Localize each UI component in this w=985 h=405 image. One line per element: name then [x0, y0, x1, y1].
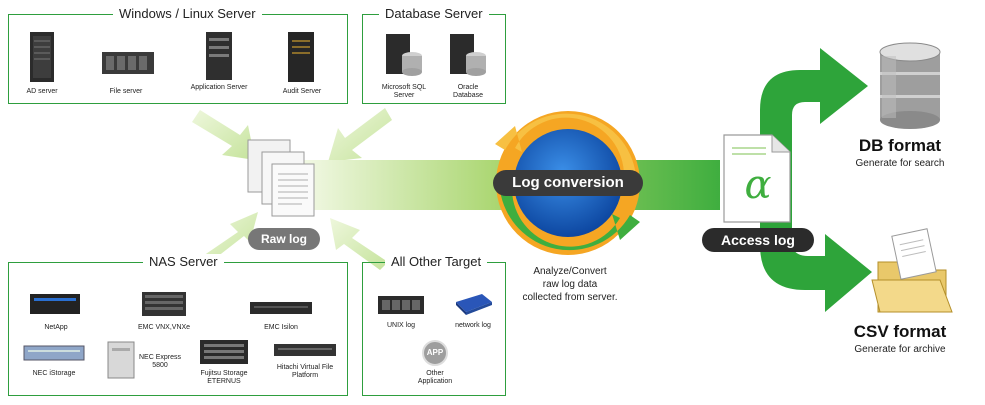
application-server-icon [206, 32, 232, 80]
group-title: Database Server [379, 6, 489, 21]
sql-server-icon [386, 34, 422, 76]
raw-log-tag: Raw log [248, 228, 320, 250]
nec-express-label: NEC Express 5800 [138, 354, 181, 369]
conversion-ring-green [500, 190, 640, 251]
nas-server-group: NAS Server [8, 254, 348, 396]
db-format-subtitle: Generate for search [855, 158, 945, 169]
database-cylinder-icon [879, 42, 941, 129]
sql-server-label: Microsoft SQL Server [381, 84, 427, 99]
application-server-label: Application Server [190, 84, 248, 91]
app-badge-text: APP [426, 348, 444, 357]
csv-format-title: CSV format [853, 322, 947, 341]
audit-server-label: Audit Server [282, 88, 322, 95]
conversion-description: Analyze/Convert raw log data collected f… [520, 265, 620, 304]
arrow-from-other [330, 218, 388, 270]
all-other-target-group: All Other Target [362, 254, 506, 396]
nec-istorage-label: NEC iStorage [32, 370, 76, 377]
log-conversion-tag: Log conversion [493, 170, 643, 196]
group-title: NAS Server [143, 254, 224, 269]
nec-istorage-icon [23, 345, 85, 361]
raw-log-documents-icon [247, 139, 315, 217]
oracle-database-icon [450, 34, 486, 76]
emc-isilon-label: EMC Isilon [264, 324, 298, 331]
network-log-label: network log [455, 322, 491, 329]
hitachi-vfp-icon [274, 344, 336, 356]
fujitsu-eternus-label: Fujitsu Storage ETERNUS [200, 370, 248, 385]
emc-isilon-icon [250, 302, 312, 314]
emc-vnx-icon [142, 292, 186, 316]
arrow-from-windows [192, 110, 255, 160]
netapp-label: NetApp [44, 324, 68, 331]
database-server-group: Database Server [362, 6, 506, 104]
fujitsu-eternus-icon [200, 340, 248, 364]
folder-icon [871, 228, 953, 313]
ad-server-label: AD server [26, 88, 58, 95]
netapp-icon [30, 294, 80, 314]
access-log-tag: Access log [702, 228, 814, 252]
conversion-description-line: Analyze/Convert [533, 266, 607, 277]
group-title: Windows / Linux Server [113, 6, 262, 21]
other-application-label: Other Application [417, 370, 453, 385]
conversion-description-line: raw log data [542, 279, 598, 290]
conversion-ring-orange-arrow [495, 113, 636, 176]
app-badge-icon: APP [422, 340, 448, 366]
nec-express-icon [107, 341, 135, 379]
arrow-from-database [328, 108, 392, 162]
emc-vnx-label: EMC VNX,VNXe [137, 324, 191, 331]
group-title: All Other Target [385, 254, 488, 269]
ad-server-icon [30, 32, 54, 82]
oracle-database-label: Oracle Database [453, 84, 483, 99]
arrow-from-nas [200, 212, 258, 264]
db-format-title: DB format [858, 136, 942, 155]
unix-log-label: UNIX log [386, 322, 415, 329]
conversion-description-line: collected from server. [522, 292, 618, 303]
csv-format-subtitle: Generate for archive [854, 344, 946, 355]
network-device-icon [456, 294, 492, 315]
unix-server-icon [378, 296, 424, 314]
file-server-icon [102, 52, 154, 74]
access-log-alpha: α [744, 162, 772, 208]
file-server-label: File server [109, 88, 143, 95]
windows-linux-server-group: Windows / Linux Server [8, 6, 348, 104]
access-log-document-icon [723, 134, 791, 223]
audit-server-icon [288, 32, 314, 82]
hitachi-vfp-label: Hitachi Virtual File Platform [276, 364, 334, 379]
